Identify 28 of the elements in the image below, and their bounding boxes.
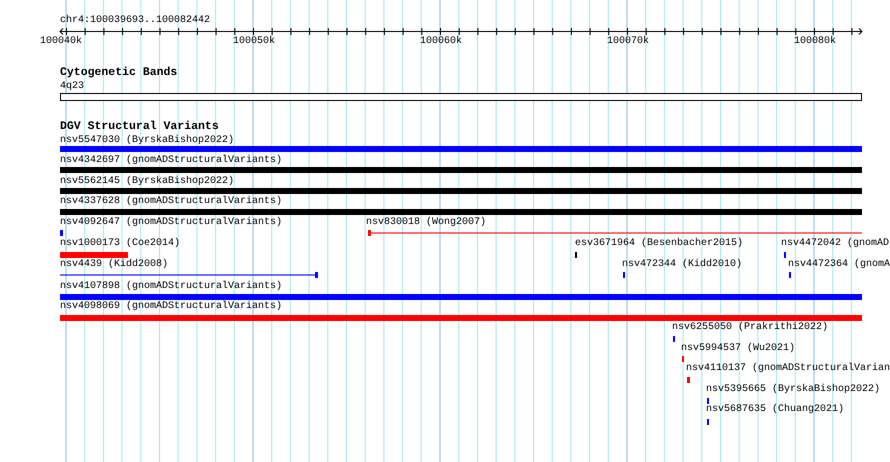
variant-label: nsv4439 (Kidd2008) (60, 259, 168, 270)
track-title: Cytogenetic Bands (60, 67, 178, 79)
variant-label: nsv6255050 (Prakrithi2022) (672, 322, 828, 333)
variant-label: nsv5687635 (Chuang2021) (706, 404, 844, 415)
variant-label: nsv5395665 (ByrskaBishop2022) (706, 384, 880, 395)
track-title: DGV Structural Variants (60, 121, 219, 133)
variant-label: nsv472344 (Kidd2010) (622, 259, 742, 270)
variant-label: nsv4472042 (gnomAD (781, 238, 890, 249)
variant-label: esv3671964 (Besenbacher2015) (575, 238, 744, 249)
tick-label: 100070k (607, 36, 650, 47)
variant-label: nsv4342697 (gnomADStructuralVariants) (60, 155, 282, 166)
variant-label: nsv5562145 (ByrskaBishop2022) (60, 176, 234, 187)
variant-label: nsv4107898 (gnomADStructuralVariants) (60, 281, 282, 292)
variant-label: nsv4337628 (gnomADStructuralVariants) (60, 196, 282, 207)
variant-label: nsv5547030 (ByrskaBishop2022) (60, 135, 234, 146)
variant-label: nsv1000173 (Coe2014) (60, 238, 180, 249)
variant-label: nsv4110137 (gnomADStructuralVarian (686, 363, 890, 374)
variant-label: nsv5994537 (Wu2021) (681, 343, 796, 354)
variant-label: nsv4092647 (gnomADStructuralVariants) (60, 217, 282, 228)
tick-label: 100050k (233, 36, 276, 47)
tick-label: 100060k (420, 36, 462, 47)
variant-label: nsv830018 (Wong2007) (366, 217, 486, 228)
tick-label: 100040k (40, 36, 82, 47)
tick-label: 100080k (794, 36, 836, 47)
band-label: 4q23 (60, 81, 84, 92)
variant-label: nsv4098069 (gnomADStructuralVariants) (60, 301, 282, 312)
variant-label: nsv4472364 (gnomA (788, 259, 890, 270)
locus-label: chr4:100039693..100082442 (60, 15, 210, 26)
